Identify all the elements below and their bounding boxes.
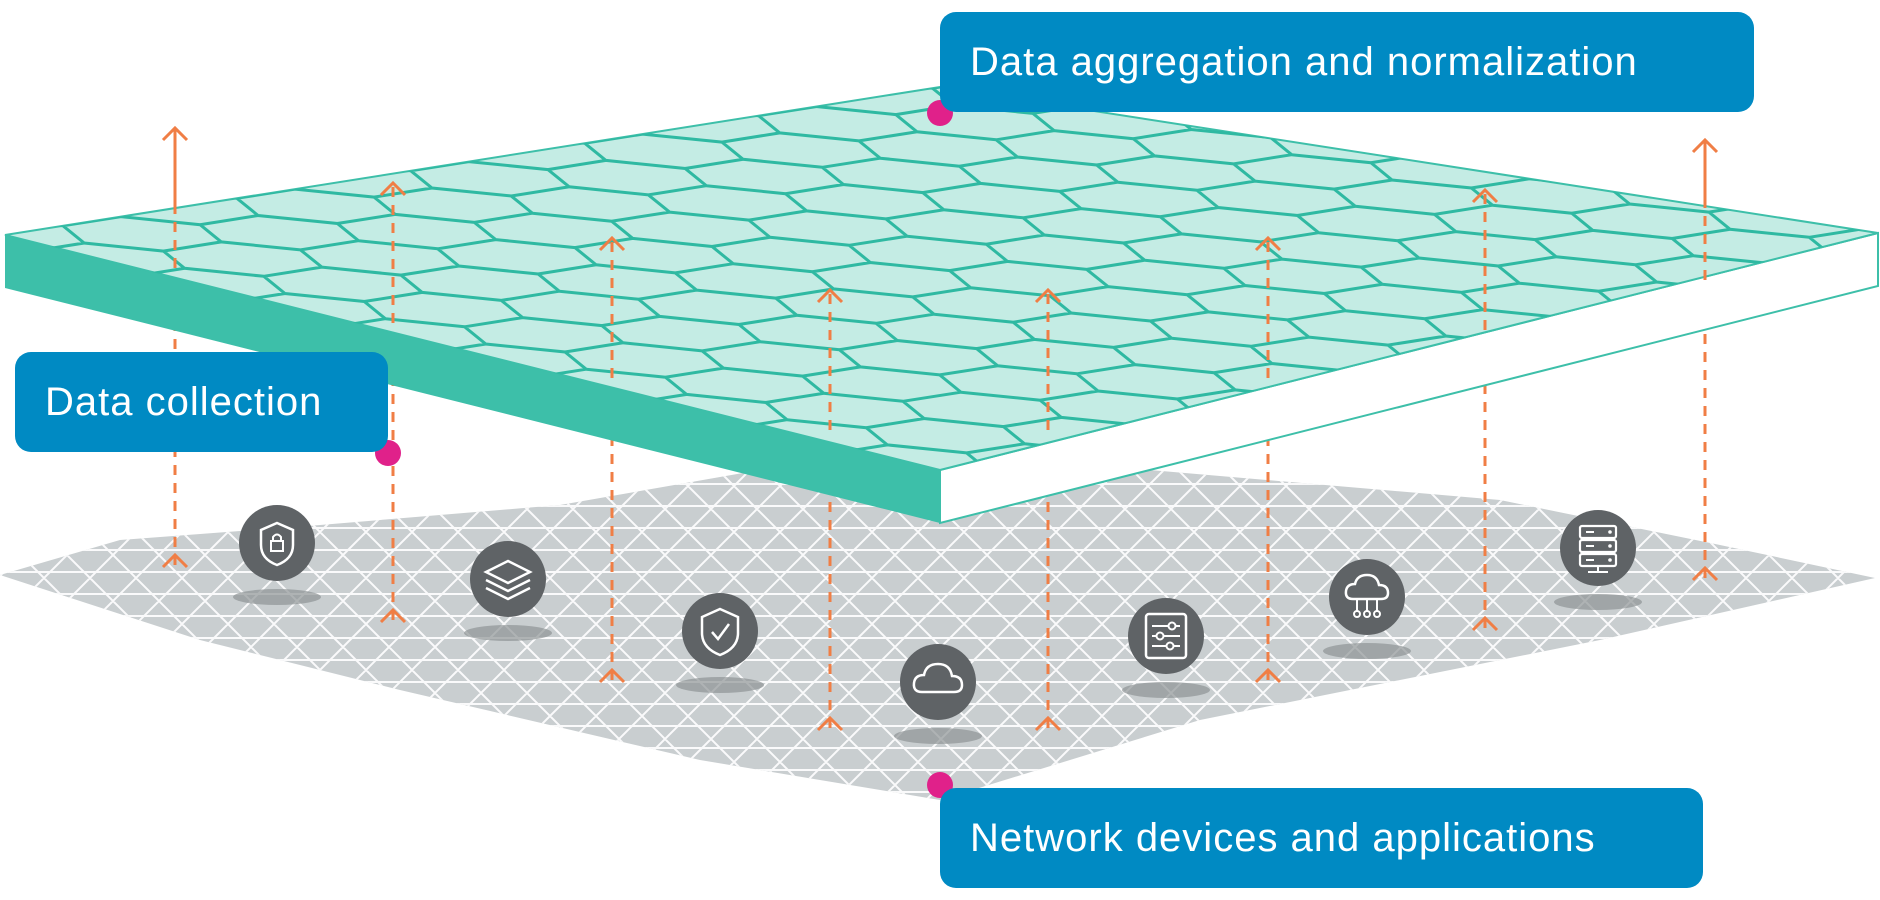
cloud-icon	[894, 644, 982, 744]
server-stack-icon	[1554, 510, 1642, 610]
layers-icon	[464, 541, 552, 641]
flow-arrow-head	[816, 287, 844, 304]
flow-arrow-head	[1034, 287, 1062, 304]
flow-arrow-tail	[1034, 715, 1062, 732]
collection-label: Data collection	[15, 352, 388, 452]
shield-check-icon	[676, 593, 764, 693]
aggregation-label: Data aggregation and normalization	[940, 12, 1754, 112]
flow-arrow-tail	[1471, 615, 1499, 632]
flow-arrow-head	[161, 125, 189, 142]
flow-arrow-tail	[161, 552, 189, 569]
flow-arrow-head	[598, 235, 626, 252]
flow-arrow-tail	[1691, 565, 1719, 582]
flow-arrow-head	[1691, 137, 1719, 154]
flow-arrow-tail	[379, 607, 407, 624]
flow-arrow-head	[1471, 187, 1499, 204]
lock-shield-icon	[233, 505, 321, 605]
flow-arrow-tail	[816, 715, 844, 732]
devices-label: Network devices and applications	[940, 788, 1703, 888]
flow-arrow-tail	[1254, 667, 1282, 684]
flow-arrow-head	[379, 180, 407, 197]
data-flow-arrows-upper	[161, 125, 1719, 430]
cloud-network-icon	[1323, 559, 1411, 659]
aggregation-platform	[4, 85, 1879, 525]
flow-arrow-head	[1254, 235, 1282, 252]
device-icons	[233, 505, 1642, 744]
sliders-panel-icon	[1122, 598, 1210, 698]
flow-arrow-tail	[598, 667, 626, 684]
